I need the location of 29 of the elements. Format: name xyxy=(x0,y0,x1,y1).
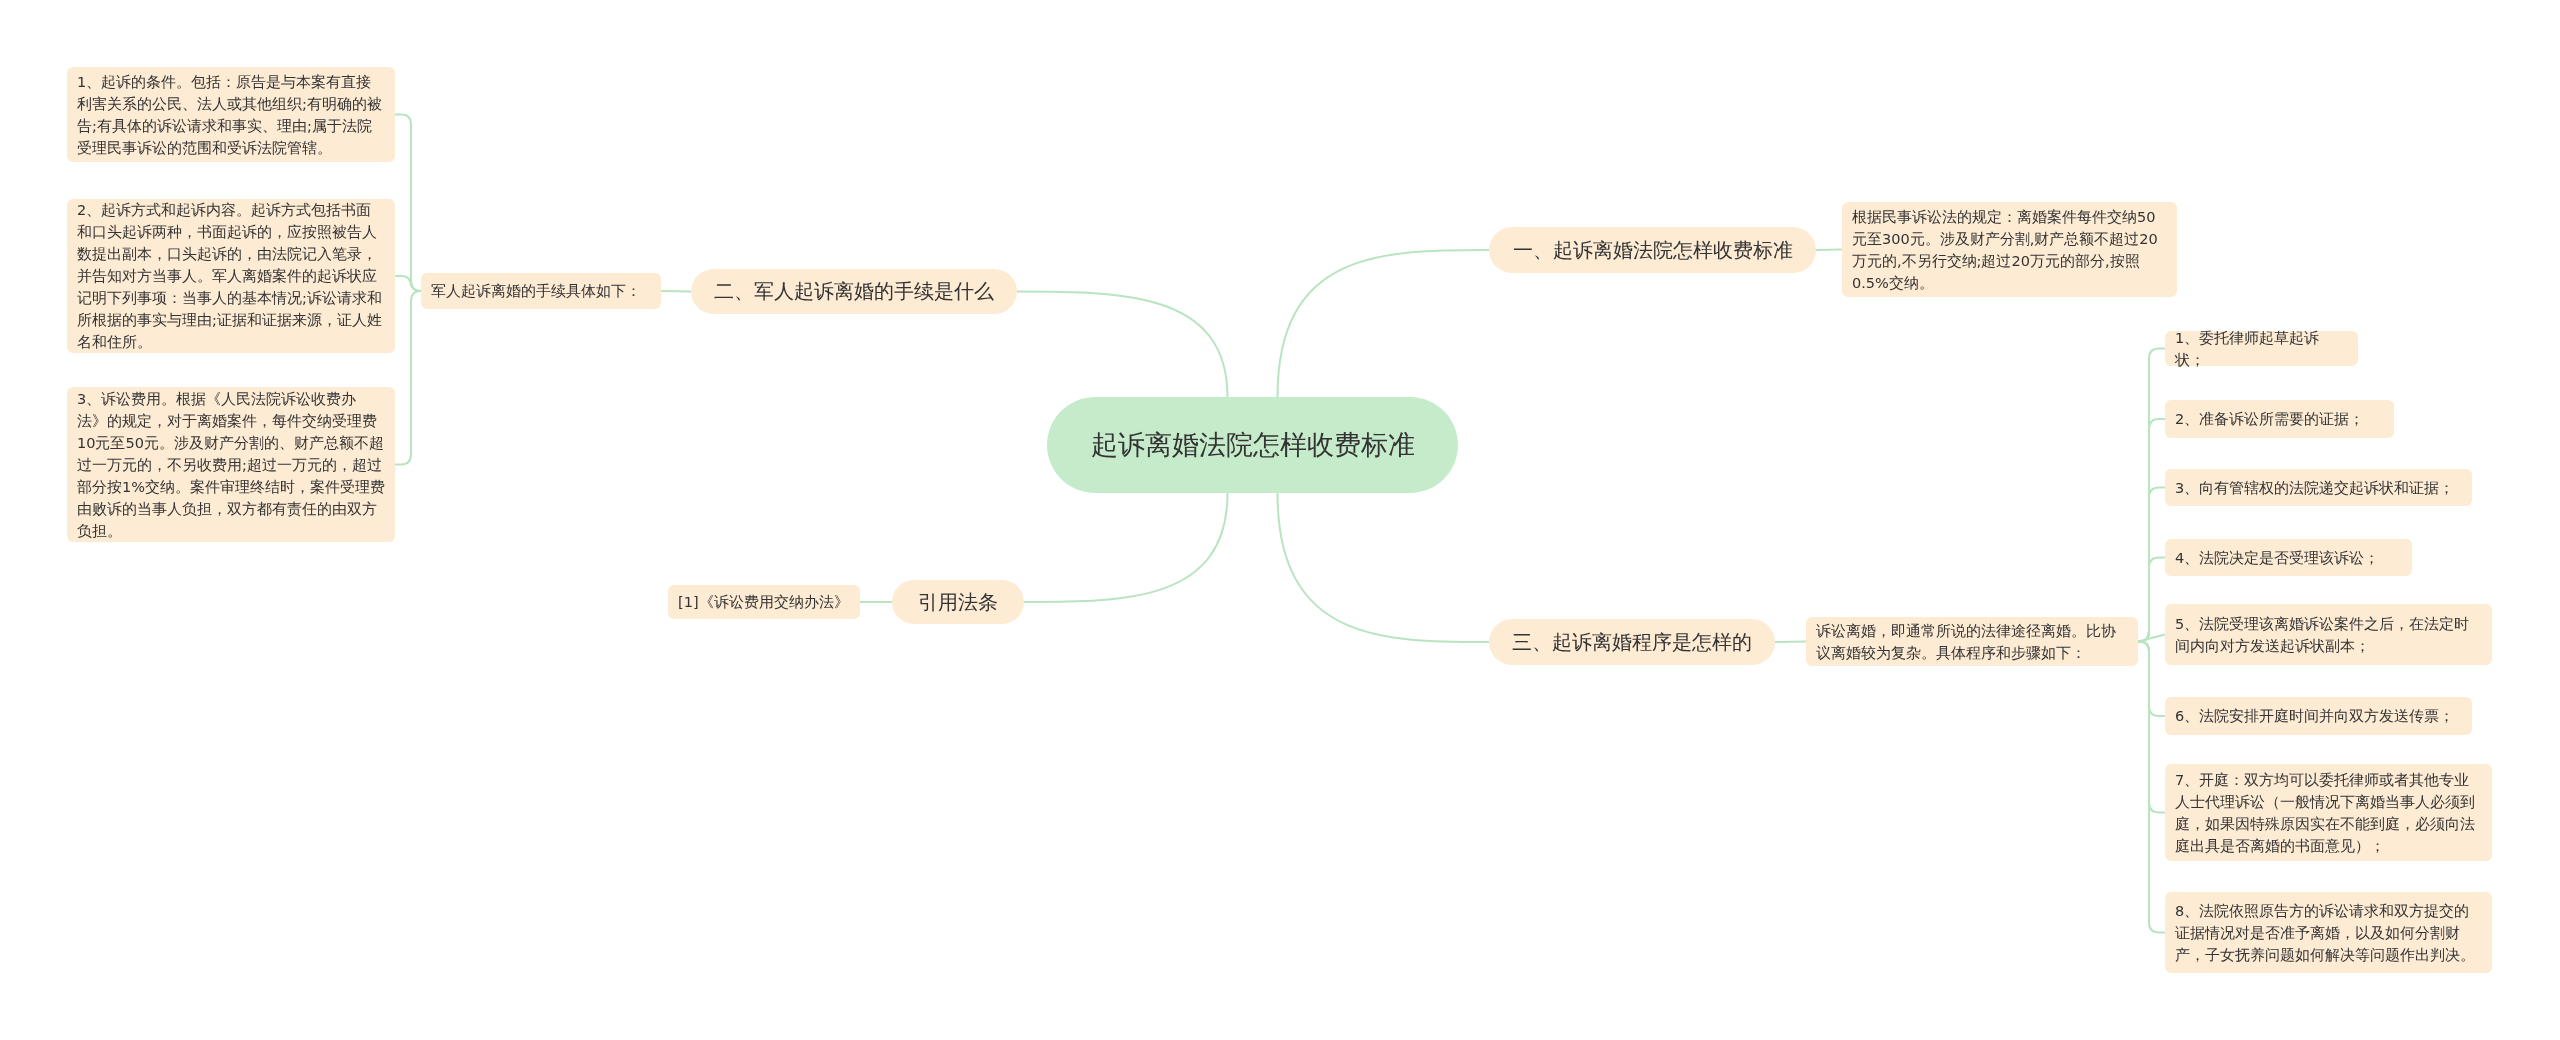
note-box: 7、开庭：双方均可以委托律师或者其他专业人士代理诉讼（一般情况下离婚当事人必须到庭，如果因特殊原因实在不能到庭，必须向法庭出具是否离婚的书面意见）； xyxy=(2165,764,2492,861)
note-box: 4、法院决定是否受理该诉讼； xyxy=(2165,539,2412,576)
note-box: [1]《诉讼费用交纳办法》 xyxy=(668,585,860,619)
note-box: 1、委托律师起草起诉状； xyxy=(2165,331,2358,366)
connector-line xyxy=(1774,640,1807,643)
note-box: 8、法院依照原告方的诉讼请求和双方提交的证据情况对是否准予离婚，以及如何分割财产，子女抚养问题如何解决等问题作出判决。 xyxy=(2165,892,2492,973)
topic-box: 二、军人起诉离婚的手续是什么 xyxy=(691,269,1017,314)
note-box: 5、法院受理该离婚诉讼案件之后，在法定时间内向对方发送起诉状副本； xyxy=(2165,604,2492,665)
note-box: 根据民事诉讼法的规定：离婚案件每件交纳50元至300元。涉及财产分割,财产总额不超过20万元的,不另行交纳;超过20万元的部分,按照0.5%交纳。 xyxy=(1842,202,2177,297)
note-box: 2、起诉方式和起诉内容。起诉方式包括书面和口头起诉两种，书面起诉的，应按照被告人数提出副本，口头起诉的，由法院记入笔录，并告知对方当事人。军人离婚案件的起诉状应记明下列事项：当事人的基本情况;诉讼请求和所根据的事实与理由;证据和证据来源，证人姓名和住所。 xyxy=(67,199,395,353)
connector-line xyxy=(660,290,692,293)
topic-box: 三、起诉离婚程序是怎样的 xyxy=(1489,619,1775,665)
connector-line xyxy=(1815,248,1843,251)
connector-line xyxy=(1276,492,1490,643)
connector-line xyxy=(1016,290,1229,398)
note-box: 2、准备诉讼所需要的证据； xyxy=(2165,400,2394,438)
connector-line xyxy=(1023,492,1229,603)
connector-line xyxy=(2137,633,2166,643)
topic-box: 引用法条 xyxy=(892,580,1024,624)
central-topic: 起诉离婚法院怎样收费标准 xyxy=(1047,397,1458,493)
note-box: 1、起诉的条件。包括：原告是与本案有直接利害关系的公民、法人或其他组织;有明确的被告;有具体的诉讼请求和事实、理由;属于法院受理民事诉讼的范围和受诉法院管辖。 xyxy=(67,67,395,162)
topic-box: 一、起诉离婚法院怎样收费标准 xyxy=(1489,227,1816,273)
note-box: 6、法院安排开庭时间并向双方发送传票； xyxy=(2165,697,2472,735)
note-box: 军人起诉离婚的手续具体如下： xyxy=(421,273,661,309)
connector-line xyxy=(859,601,893,603)
note-box: 3、向有管辖权的法院递交起诉状和证据； xyxy=(2165,469,2472,506)
note-box: 3、诉讼费用。根据《人民法院诉讼收费办法》的规定，对于离婚案件，每件交纳受理费10元至50元。涉及财产分割的、财产总额不超过一万元的，不另收费用;超过一万元的，超过部分按1%交纳。案件审理终结时，案件受理费由败诉的当事人负担，双方都有责任的由双方负担。 xyxy=(67,387,395,542)
connector-line xyxy=(1276,249,1490,398)
note-box: 诉讼离婚，即通常所说的法律途径离婚。比协议离婚较为复杂。具体程序和步骤如下： xyxy=(1806,617,2138,666)
